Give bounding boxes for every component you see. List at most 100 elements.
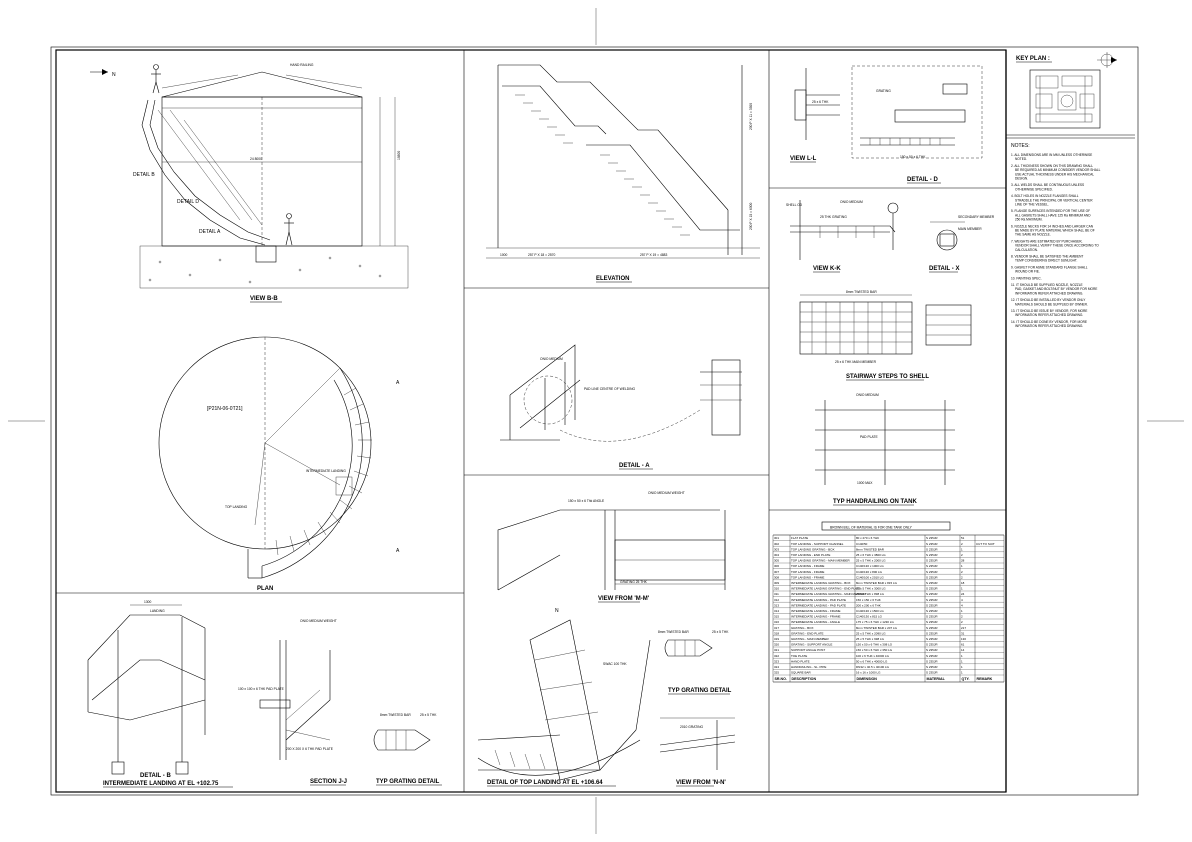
bom-cell: DN32 x 40.5 x 40100 LG: [856, 665, 890, 669]
bom-cell: S 235JR: [926, 603, 938, 607]
bom-cell: S 235JR: [926, 659, 938, 663]
svg-text:8mm TWISTED BAR: 8mm TWISTED BAR: [380, 713, 411, 717]
bom-cell: TOP LANDING - FRAME: [791, 564, 824, 568]
note-item: 12. IT SHOULD BE INSTALLED BY VENDOR ONL…: [1011, 298, 1088, 306]
bom-cell: S 235JR: [926, 631, 938, 635]
bom-cell: 307: [774, 570, 779, 574]
svg-text:1000 MAX: 1000 MAX: [857, 481, 873, 485]
bom-cell: 322: [774, 654, 779, 658]
detail-a-callout: DETAIL A: [199, 229, 221, 235]
bom-header: DIMENSION: [857, 677, 878, 681]
view-ll-drawing: 25 x 6 THK VIEW L-L: [790, 68, 840, 163]
bom-cell: TOP LANDING - FRAME: [791, 575, 824, 579]
elev-start-dim: 1000: [500, 253, 508, 257]
detail-a-title: DETAIL - A: [619, 463, 650, 469]
bom-cell: 1: [961, 671, 963, 675]
bom-cell: L50 x 50 x 6 THK x 308 LG: [856, 643, 893, 647]
bom-cell: FLAT PLATE: [791, 536, 808, 540]
bom-cell: 14: [961, 648, 965, 652]
svg-text:SECONDARY MEMBER: SECONDARY MEMBER: [958, 215, 995, 219]
svg-text:25 THK GRATING: 25 THK GRATING: [820, 215, 847, 219]
key-plan-title: KEY PLAN :: [1016, 56, 1050, 62]
svg-text:25 x 5 THK: 25 x 5 THK: [712, 630, 729, 634]
view-nn-drawing: 2010 GRATING VIEW FROM 'N-N': [659, 717, 736, 787]
bom-cell: 217: [961, 626, 966, 630]
svg-text:GRATING: GRATING: [876, 89, 891, 93]
view-kk-title: VIEW K-K: [813, 266, 841, 272]
bom-header: REMARK: [977, 677, 993, 681]
view-bb-title: VIEW B-B: [250, 296, 278, 302]
outer-border: [50, 46, 1139, 796]
detail-top-landing-drawing: N SWAC 100 THK DETAIL OF TOP LANDING AT …: [477, 608, 651, 787]
compass-icon: [1097, 52, 1117, 68]
bom-cell: S 235JR: [926, 542, 938, 546]
svg-text:PAD PLATE: PAD PLATE: [860, 435, 878, 439]
bom-cell: 2: [961, 620, 963, 624]
bom-cell: S 235JR: [926, 547, 938, 551]
bom-cell: C140/50: [856, 542, 868, 546]
bom-cell: 314: [774, 609, 779, 613]
svg-text:A: A: [396, 548, 400, 554]
bom-cell: 8mm TWISTED BAR x 815 LG: [856, 581, 898, 585]
svg-text:1300: 1300: [144, 600, 152, 604]
detail-top-landing-title: DETAIL OF TOP LANDING AT EL +106.64: [487, 780, 603, 786]
view-bb-drawing: N: [90, 63, 409, 303]
svg-text:150 x 50 x 6 Thk ANGLE: 150 x 50 x 6 Thk ANGLE: [568, 499, 605, 503]
bom-header: MATERIAL: [927, 677, 946, 681]
view-ll-title: VIEW L-L: [790, 156, 817, 162]
bom-cell: 28: [961, 559, 965, 563]
svg-text:MAIN MEMBER: MAIN MEMBER: [958, 227, 982, 231]
detail-a-drawing: ONIO MEDIUM PAD LINE CENTRE OF WELDING D…: [500, 344, 742, 470]
svg-text:SWAC 100 THK: SWAC 100 THK: [603, 662, 627, 666]
bom-cell: TOP LANDING - END PLATE: [791, 553, 830, 557]
bom-cell: 1: [961, 659, 963, 663]
bom-cell: 308: [774, 575, 779, 579]
bom-cell: INTERMEDIATE LANDING - PAD PLATE: [791, 598, 846, 602]
view-mm-title: VIEW FROM 'M-M': [598, 596, 650, 602]
bom-cell: TOP LANDING - FRAME: [791, 570, 824, 574]
bom-title: BROWN BILL OF MATERIAL IS FOR ONE TANK O…: [830, 526, 913, 530]
bom-cell: S 235JR: [926, 620, 938, 624]
elevation-title: ELEVATION: [596, 276, 629, 282]
bom-cell: 150 x 150 x 6 THK: [856, 598, 881, 602]
bom-cell: GRATING - BOX: [791, 626, 813, 630]
bom-cell: HAND PLATE: [791, 659, 810, 663]
bom-cell: 301: [774, 536, 779, 540]
north-label: N: [112, 72, 116, 78]
bom-cell: 8mm TWISTED BAR: [856, 547, 885, 551]
bom-cell: 25 x 5 THK x 3000 LG: [856, 587, 886, 591]
note-item: 7. WEIGHTS ARE ESTIMATED BY PURCHASER,VE…: [1011, 239, 1099, 251]
bom-cell: 321: [774, 648, 779, 652]
bom-cell: 311: [774, 592, 779, 596]
note-item: 6. NOZZLE NECKS FOR 14 INCHES AND LARGER…: [1011, 224, 1095, 236]
typ-grating-2-title: TYP GRATING DETAIL: [668, 688, 732, 694]
bom-cell: S 235JR: [926, 598, 938, 602]
bom-cell: S 235JR: [926, 615, 938, 619]
bom-cell: S 235JR: [926, 564, 938, 568]
note-item: 11. IT SHOULD BE SUPPLIED NOZZLE, NOZZLE…: [1011, 283, 1097, 295]
svg-text:ONIO MEDIUM WEIGHT: ONIO MEDIUM WEIGHT: [648, 491, 685, 495]
bom-cell: 25 x 5 THK x 2000 LG: [856, 559, 886, 563]
stairway-steps-drawing: 8mm TWISTED BAR 25 x 6 THK MAIN MEMBER S…: [799, 290, 972, 381]
svg-text:8mm TWISTED BAR: 8mm TWISTED BAR: [658, 630, 689, 634]
bom-cell: 2: [961, 542, 963, 546]
detail-d-callout: DETAIL D: [177, 199, 199, 205]
bom-cell: 4: [961, 603, 963, 607]
bom-cell: 306: [774, 564, 779, 568]
plan-title: PLAN: [257, 586, 273, 592]
elev-run1-dim: 257 P X 18 = 2570: [528, 253, 556, 257]
bom-cell: 1: [961, 654, 963, 658]
bom-cell: 302: [774, 542, 779, 546]
svg-text:PAD LINE CENTRE OF WELDING: PAD LINE CENTRE OF WELDING: [584, 387, 635, 391]
bom-cell: 304: [774, 553, 779, 557]
bom-cell: 2: [961, 575, 963, 579]
section-jj-drawing: ONIO MEDIUM WEIGHT 100 x 100 x 6 THK PAD…: [238, 619, 347, 786]
svg-text:100 x 100 x 6 THK PAD PLATE: 100 x 100 x 6 THK PAD PLATE: [238, 687, 285, 691]
bom-cell: TOP LANDING GRATING - MAIN MEMBER: [791, 559, 851, 563]
bom-cell: 1: [961, 609, 963, 613]
detail-b-title-1: DETAIL - B: [140, 773, 171, 779]
bom-cell: S 235JR: [926, 570, 938, 574]
bom-header: SR.NO.: [775, 677, 787, 681]
bom-cell: C140/100 x 2010 LG: [856, 575, 884, 579]
